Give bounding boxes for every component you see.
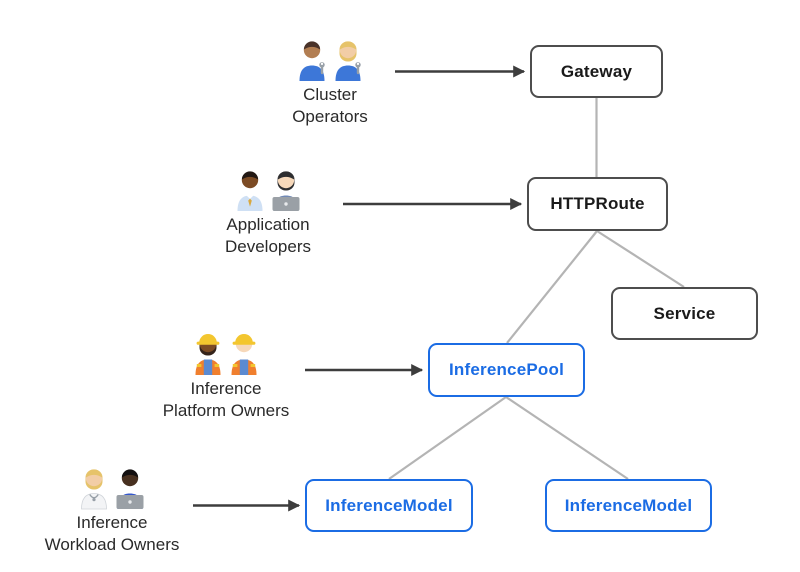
node-inferencemodel-right: InferenceModel [545, 479, 712, 532]
woman-mechanic-icon [335, 41, 361, 81]
persona-application-developers: Application Developers [178, 166, 358, 259]
cluster-operators-icon [299, 41, 361, 81]
inference-workload-owners-icon [81, 469, 144, 510]
node-inferencepool: InferencePool [428, 343, 585, 397]
inference-platform-owners-icon [195, 334, 257, 375]
woman-construction-worker-icon [195, 334, 221, 375]
man-technologist-icon [116, 469, 144, 509]
edge-httproute-service [596, 230, 685, 288]
persona-inference-platform-owners: Inference Platform Owners [136, 330, 316, 423]
node-httproute: HTTPRoute [527, 177, 668, 231]
man-construction-worker-icon [231, 334, 257, 375]
node-inferencemodel-right-label: InferenceModel [564, 495, 693, 515]
node-inferencepool-label: InferencePool [448, 360, 565, 379]
node-inferencemodel-left-label: InferenceModel [325, 495, 453, 515]
persona-inference-platform-owners-label: Inference Platform Owners [162, 379, 290, 421]
node-service-label: Service [653, 303, 716, 323]
woman-technologist-icon [272, 171, 300, 211]
man-office-worker-icon [237, 171, 263, 211]
persona-cluster-operators-label: Cluster Operators [292, 85, 368, 127]
node-inferencemodel-left: InferenceModel [305, 479, 473, 532]
edge-inferencepool-inferencemodel-left [388, 396, 507, 480]
node-gateway-label: Gateway [560, 61, 633, 81]
health-worker-icon [81, 469, 107, 510]
node-service: Service [611, 287, 758, 340]
persona-application-developers-label: Application Developers [225, 215, 311, 257]
man-mechanic-icon [299, 41, 325, 81]
application-developers-icon [237, 171, 300, 211]
persona-cluster-operators: Cluster Operators [240, 36, 420, 129]
edge-inferencepool-inferencemodel-right [505, 396, 629, 480]
persona-inference-workload-owners-label: Inference Workload Owners [44, 513, 180, 555]
persona-inference-workload-owners: Inference Workload Owners [22, 464, 202, 557]
edge-httproute-inferencepool [506, 230, 598, 344]
node-httproute-label: HTTPRoute [550, 194, 645, 213]
node-gateway: Gateway [530, 45, 663, 98]
